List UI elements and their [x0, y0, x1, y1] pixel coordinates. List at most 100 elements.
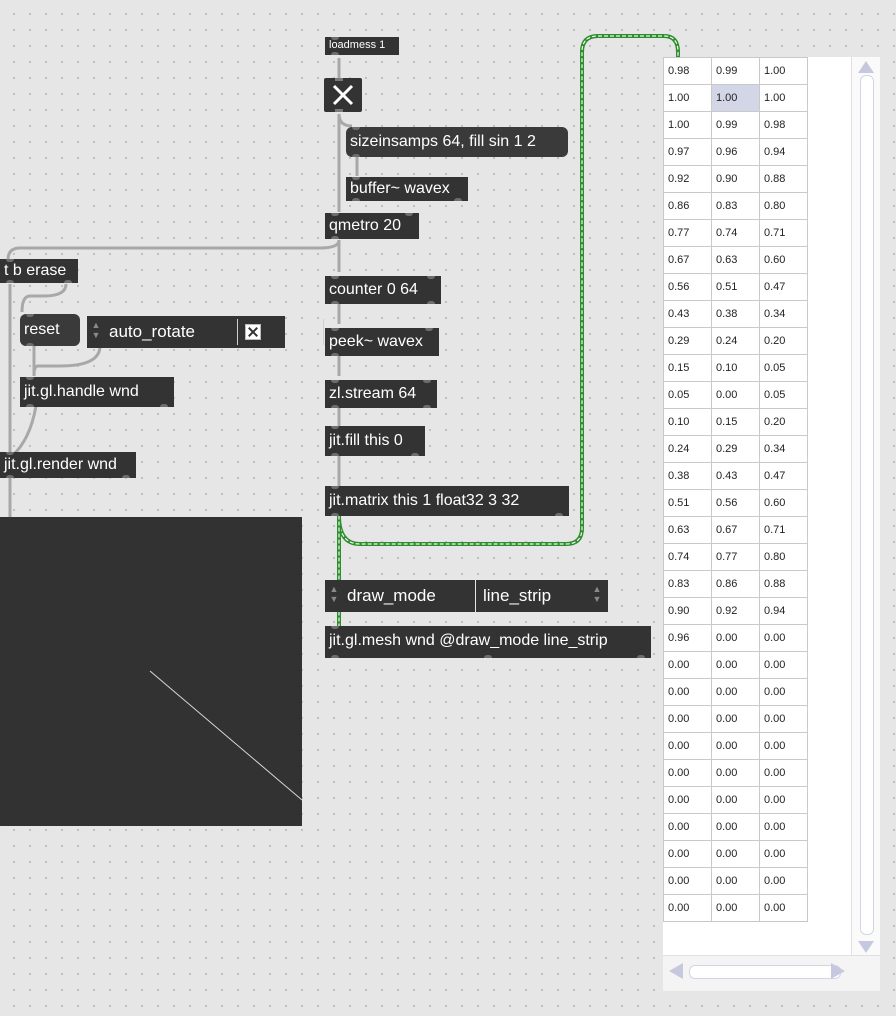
table-cell[interactable]: 0.88 [759, 165, 808, 193]
table-cell[interactable]: 0.20 [759, 327, 808, 355]
table-cell[interactable]: 0.90 [663, 597, 712, 625]
table-cell[interactable]: 0.86 [663, 192, 712, 220]
table-cell[interactable]: 0.00 [759, 732, 808, 760]
line-strip-menu[interactable]: line_strip ▲▼ [476, 580, 608, 612]
table-cell[interactable]: 0.63 [711, 246, 760, 274]
horizontal-scroll-track[interactable] [689, 965, 841, 979]
checkbox-x-icon[interactable] [245, 324, 261, 340]
table-cell[interactable]: 0.00 [711, 651, 760, 679]
table-cell[interactable]: 0.00 [759, 867, 808, 895]
arrow-left-icon[interactable] [669, 963, 683, 979]
arrow-up-icon[interactable] [858, 61, 874, 73]
table-cell[interactable]: 0.00 [663, 759, 712, 787]
trigger-object[interactable]: t b erase [0, 259, 78, 283]
table-cell[interactable]: 0.00 [711, 759, 760, 787]
table-cell[interactable]: 0.00 [759, 840, 808, 868]
table-cell[interactable]: 0.00 [711, 381, 760, 409]
table-cell[interactable]: 0.20 [759, 408, 808, 436]
table-cell[interactable]: 0.00 [711, 813, 760, 841]
jit-gl-handle-object[interactable]: jit.gl.handle wnd [20, 377, 174, 407]
table-cell[interactable]: 0.38 [663, 462, 712, 490]
table-cell[interactable]: 0.00 [759, 624, 808, 652]
table-cell[interactable]: 0.00 [663, 705, 712, 733]
table-cell[interactable]: 0.34 [759, 300, 808, 328]
jit-gl-mesh-object[interactable]: jit.gl.mesh wnd @draw_mode line_strip [325, 626, 651, 658]
table-cell[interactable]: 0.05 [759, 354, 808, 382]
table-cell[interactable]: 0.38 [711, 300, 760, 328]
table-cell[interactable]: 0.67 [711, 516, 760, 544]
auto-rotate-menu[interactable]: ▲▼ auto_rotate [87, 316, 324, 348]
arrow-down-icon[interactable] [858, 941, 874, 953]
table-cell[interactable]: 0.60 [759, 489, 808, 517]
table-cell[interactable]: 0.83 [663, 570, 712, 598]
table-cell[interactable]: 0.86 [711, 570, 760, 598]
table-cell[interactable]: 0.47 [759, 462, 808, 490]
table-cell[interactable]: 0.00 [759, 651, 808, 679]
table-cell[interactable]: 0.80 [759, 192, 808, 220]
table-cell[interactable]: 0.10 [663, 408, 712, 436]
table-cell[interactable]: 0.96 [663, 624, 712, 652]
jit-gl-render-object[interactable]: jit.gl.render wnd [0, 452, 136, 478]
table-cell[interactable]: 0.00 [663, 651, 712, 679]
counter-object[interactable]: counter 0 64 [325, 276, 441, 304]
table-cell[interactable]: 0.51 [711, 273, 760, 301]
table-cell[interactable]: 0.15 [711, 408, 760, 436]
table-cell[interactable]: 1.00 [711, 84, 760, 112]
table-cell[interactable]: 0.94 [759, 597, 808, 625]
qmetro-object[interactable]: qmetro 20 [325, 213, 419, 239]
table-cell[interactable]: 0.00 [711, 867, 760, 895]
table-cell[interactable]: 1.00 [663, 84, 712, 112]
table-cell[interactable]: 0.71 [759, 219, 808, 247]
table-cell[interactable]: 0.15 [663, 354, 712, 382]
table-cell[interactable]: 0.98 [663, 57, 712, 85]
table-cell[interactable]: 0.43 [711, 462, 760, 490]
table-cell[interactable]: 0.00 [663, 732, 712, 760]
table-cell[interactable]: 0.00 [759, 678, 808, 706]
table-cell[interactable]: 0.63 [663, 516, 712, 544]
loadmess-object[interactable]: loadmess 1 [325, 37, 399, 55]
table-cell[interactable]: 0.94 [759, 138, 808, 166]
table-cell[interactable]: 0.99 [711, 111, 760, 139]
render-window-display[interactable] [0, 517, 303, 826]
table-cell[interactable]: 0.29 [711, 435, 760, 463]
draw-mode-menu[interactable]: ▲▼ draw_mode [325, 580, 475, 612]
table-cell[interactable]: 0.00 [663, 813, 712, 841]
toggle[interactable] [324, 78, 362, 112]
table-cell[interactable]: 0.43 [663, 300, 712, 328]
table-cell[interactable]: 0.00 [663, 867, 712, 895]
table-cell[interactable]: 0.34 [759, 435, 808, 463]
table-cell[interactable]: 0.56 [711, 489, 760, 517]
table-cell[interactable]: 0.90 [711, 165, 760, 193]
table-cell[interactable]: 0.00 [711, 678, 760, 706]
table-cell[interactable]: 0.00 [663, 786, 712, 814]
reset-message[interactable]: reset [20, 314, 80, 346]
table-cell[interactable]: 0.29 [663, 327, 712, 355]
table-cell[interactable]: 0.00 [663, 894, 712, 922]
table-cell[interactable]: 0.00 [759, 894, 808, 922]
table-cell[interactable]: 0.80 [759, 543, 808, 571]
table-cell[interactable]: 1.00 [759, 57, 808, 85]
table-cell[interactable]: 0.00 [711, 786, 760, 814]
table-cell[interactable]: 0.00 [759, 786, 808, 814]
table-cell[interactable]: 0.99 [711, 57, 760, 85]
table-cell[interactable]: 0.88 [759, 570, 808, 598]
zl-stream-object[interactable]: zl.stream 64 [325, 380, 437, 408]
arrow-right-icon[interactable] [831, 963, 845, 979]
table-cell[interactable]: 0.74 [711, 219, 760, 247]
jit-matrix-object[interactable]: jit.matrix this 1 float32 3 32 [325, 486, 569, 516]
table-cell[interactable]: 0.24 [711, 327, 760, 355]
table-cell[interactable]: 0.47 [759, 273, 808, 301]
table-cell[interactable]: 0.00 [711, 840, 760, 868]
table-cell[interactable]: 0.00 [759, 759, 808, 787]
table-cell[interactable]: 0.24 [663, 435, 712, 463]
table-cell[interactable]: 0.00 [711, 732, 760, 760]
table-cell[interactable]: 0.67 [663, 246, 712, 274]
table-cell[interactable]: 0.92 [711, 597, 760, 625]
table-cell[interactable]: 0.98 [759, 111, 808, 139]
table-cell[interactable]: 0.00 [663, 678, 712, 706]
horizontal-scrollbar[interactable] [663, 955, 880, 991]
peek-object[interactable]: peek~ wavex [325, 328, 439, 356]
